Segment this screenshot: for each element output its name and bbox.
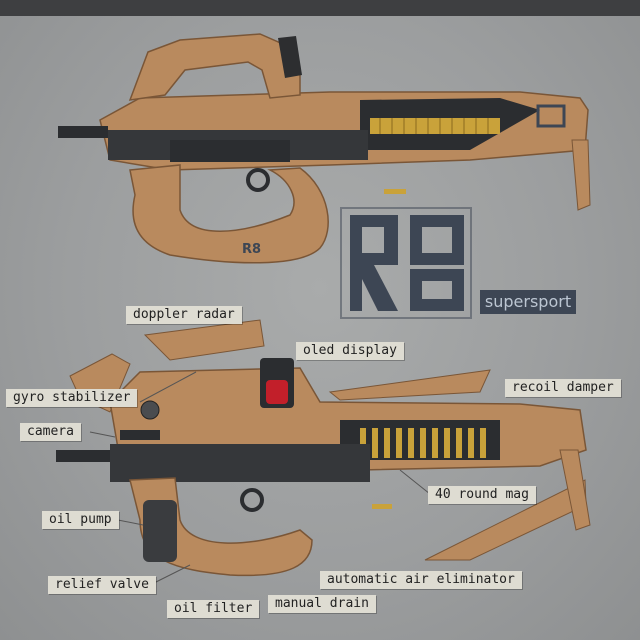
cartridge-icon	[372, 504, 392, 509]
label-automatic-air-eliminator: automatic air eliminator	[320, 571, 522, 589]
label-gyro-stabilizer: gyro stabilizer	[6, 389, 138, 407]
label-recoil-damper: recoil damper	[505, 379, 621, 397]
assembled-rifle: R8	[58, 33, 591, 264]
label-40-round-mag: 40 round mag	[428, 486, 536, 504]
svg-text:R8: R8	[242, 242, 261, 257]
label-relief-valve: relief valve	[48, 576, 156, 594]
oil-pump-cylinder	[143, 500, 177, 562]
label-oil-pump: oil pump	[42, 511, 119, 529]
r8-logo	[340, 207, 472, 319]
label-doppler-radar: doppler radar	[126, 306, 242, 324]
cartridge-icon	[384, 189, 406, 194]
doppler-radar-part	[143, 319, 265, 361]
callout-lines	[89, 371, 431, 586]
top-cover-part	[328, 369, 491, 401]
logo-tagline: supersport	[480, 290, 576, 314]
label-oled-display: oled display	[296, 342, 404, 360]
top-bar	[0, 0, 640, 16]
cutaway-rifle	[56, 358, 591, 577]
label-manual-drain: manual drain	[268, 595, 376, 613]
label-oil-filter: oil filter	[167, 600, 260, 618]
label-camera: camera	[20, 423, 81, 441]
